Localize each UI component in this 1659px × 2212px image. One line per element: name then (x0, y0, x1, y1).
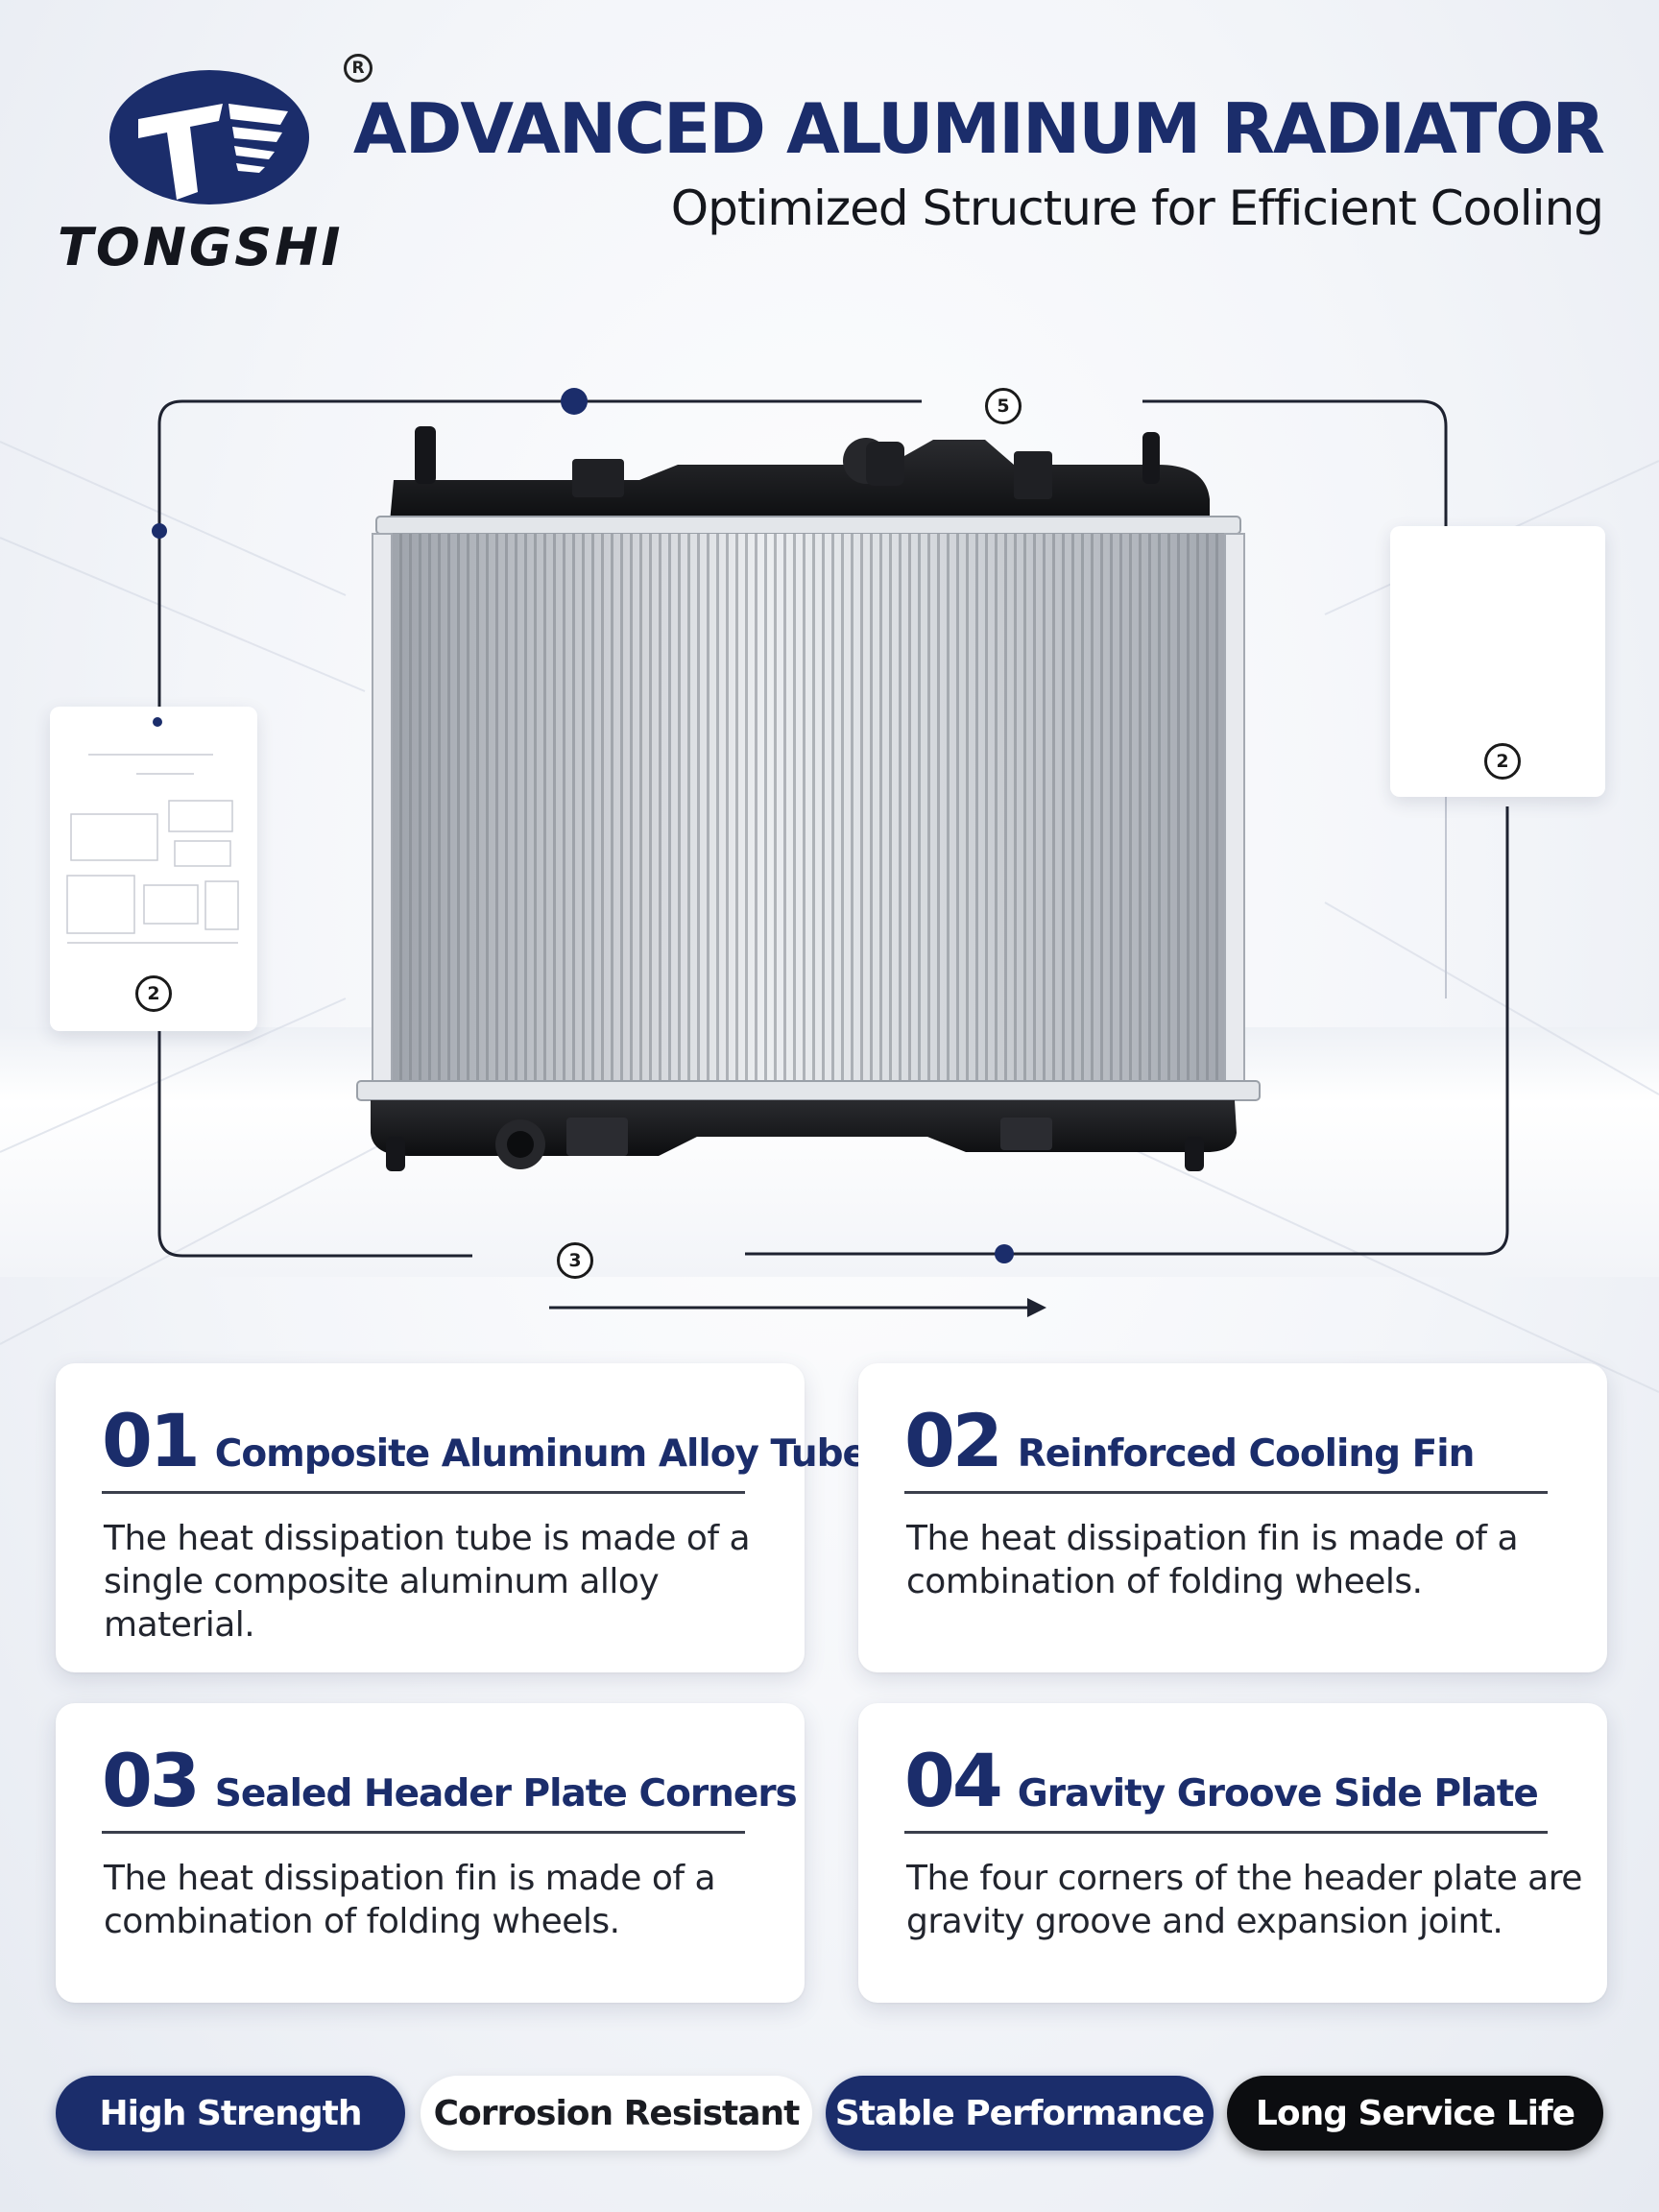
arrow-head-icon (1027, 1298, 1046, 1317)
feature-card-03: 03 Sealed Header Plate Corners The heat … (56, 1703, 805, 2003)
badge-corrosion-resistant: Corrosion Resistant (421, 2076, 812, 2151)
page-subtitle: Optimized Structure for Efficient Coolin… (670, 180, 1604, 236)
divider (904, 1831, 1548, 1834)
feature-description: The heat dissipation fin is made of a co… (104, 1859, 716, 1941)
callout-marker-2-right: 2 (1484, 743, 1521, 780)
divider (102, 1491, 745, 1494)
badge-stable-performance: Stable Performance (826, 2076, 1214, 2151)
feature-title: Sealed Header Plate Corners (214, 1772, 798, 1815)
light-rays (0, 441, 1659, 1393)
feature-card-02: 02 Reinforced Cooling Fin The heat dissi… (858, 1363, 1607, 1672)
feature-number: 04 (904, 1738, 1003, 1823)
feature-header: 04 Gravity Groove Side Plate (904, 1738, 1539, 1823)
feature-title: Composite Aluminum Alloy Tube (214, 1432, 868, 1476)
radiator-image (356, 426, 1261, 1171)
schematic-drawing (66, 717, 239, 944)
divider (904, 1491, 1548, 1494)
feature-header: 03 Sealed Header Plate Corners (102, 1738, 798, 1823)
feature-header: 02 Reinforced Cooling Fin (904, 1398, 1476, 1483)
feature-description: The heat dissipation fin is made of a co… (906, 1519, 1519, 1601)
feature-description: The heat dissipation tube is made of a s… (104, 1519, 751, 1645)
feature-title: Reinforced Cooling Fin (1017, 1432, 1476, 1476)
dot-icon (995, 1244, 1014, 1263)
page-title: ADVANCED ALUMINUM RADIATOR (352, 88, 1605, 169)
callout-marker-2: 2 (135, 975, 172, 1012)
feature-description: The four corners of the header plate are… (906, 1859, 1582, 1941)
brand-logo-mark (109, 70, 309, 204)
callout-marker-5: 5 (985, 388, 1022, 424)
registered-mark: R (344, 54, 373, 83)
feature-header: 01 Composite Aluminum Alloy Tube (102, 1398, 868, 1483)
feature-card-01: 01 Composite Aluminum Alloy Tube The hea… (56, 1363, 868, 1672)
feature-number: 03 (102, 1738, 201, 1823)
feature-card-04: 04 Gravity Groove Side Plate The four co… (858, 1703, 1607, 2003)
dot-icon (152, 523, 167, 539)
badge-long-service-life: Long Service Life (1227, 2076, 1603, 2151)
callout-marker-3: 3 (557, 1242, 593, 1279)
brand-logo: R TONGSHI (54, 54, 373, 277)
divider (102, 1831, 745, 1834)
feature-title: Gravity Groove Side Plate (1017, 1772, 1539, 1815)
dot-icon (561, 388, 588, 415)
feature-number: 02 (904, 1398, 1003, 1483)
badge-high-strength: High Strength (56, 2076, 405, 2151)
brand-name: TONGSHI (58, 217, 344, 277)
feature-number: 01 (102, 1398, 201, 1483)
